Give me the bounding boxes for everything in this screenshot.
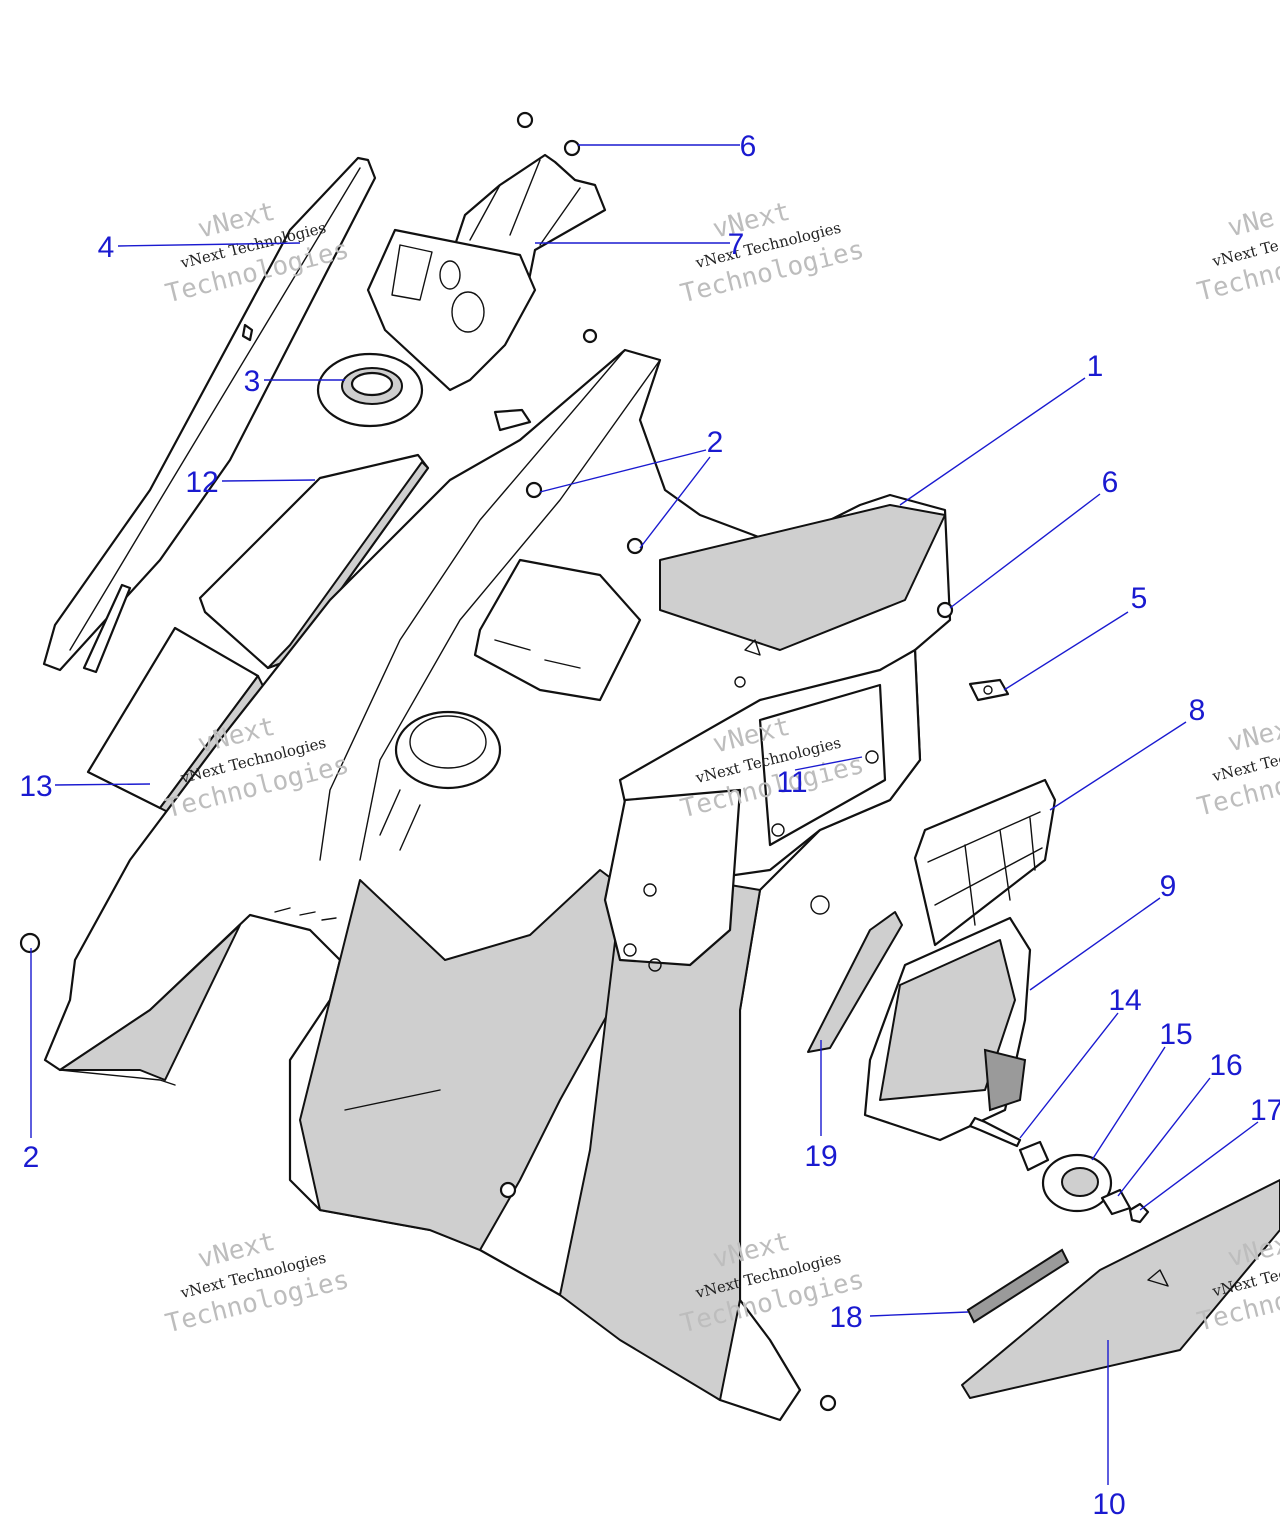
watermark-7: vNext vNext Technologies Technologies (1194, 195, 1280, 307)
callout-10: 10 (1092, 1488, 1125, 1521)
callout-14: 14 (1108, 984, 1141, 1017)
callout-19: 19 (804, 1140, 837, 1173)
callout-6-right: 6 (1102, 466, 1119, 499)
callout-3: 3 (244, 365, 261, 398)
callout-4: 4 (98, 231, 115, 264)
callout-8: 8 (1189, 694, 1206, 727)
callout-1: 1 (1087, 350, 1104, 383)
callout-11: 11 (776, 766, 807, 799)
callout-13: 13 (19, 770, 52, 803)
callout-5: 5 (1131, 582, 1148, 615)
callout-leaders (30, 144, 1259, 1485)
watermark-2: vNext vNext Technologies Technologies (678, 197, 868, 310)
fastener-pins (19, 111, 954, 1412)
part-9-vent-duct (863, 916, 1032, 1142)
callout-15: 15 (1159, 1018, 1192, 1051)
callout-7: 7 (728, 228, 745, 261)
part-15-spacer (1018, 1140, 1113, 1213)
svg-text:vNext: vNext (1225, 195, 1280, 243)
part-16-bushing (1100, 1188, 1132, 1216)
callout-labels: 1 2 2 3 4 5 6 6 7 8 9 10 11 12 13 14 15 … (19, 130, 1280, 1521)
part-8-vent-grille (913, 778, 1057, 947)
part-19-vent-seal (807, 911, 903, 1053)
part-4-windshield-trim (42, 156, 377, 674)
console-clip (493, 408, 532, 432)
callout-9: 9 (1160, 870, 1177, 903)
callout-2-left: 2 (23, 1141, 40, 1174)
part-17-nut (1128, 1202, 1150, 1224)
part-5-clip-nut (968, 678, 1010, 702)
part-3-grommet (316, 352, 424, 428)
callout-17: 17 (1250, 1094, 1280, 1127)
callout-16: 16 (1209, 1049, 1242, 1082)
gauge-housing (366, 228, 537, 392)
part-18-foam-strip (966, 1248, 1070, 1324)
callout-18: 18 (829, 1301, 862, 1334)
watermark-5: vNext vNext Technologies Technologies (163, 1227, 353, 1340)
part-14-bolt (968, 1116, 1022, 1148)
part-1-hood-body (43, 348, 952, 1422)
callout-12: 12 (185, 466, 218, 499)
callout-2-top: 2 (707, 426, 724, 459)
svg-text:vNext: vNext (1225, 710, 1280, 758)
callout-6-top: 6 (740, 130, 757, 163)
part-10-side-panel (961, 1179, 1280, 1399)
